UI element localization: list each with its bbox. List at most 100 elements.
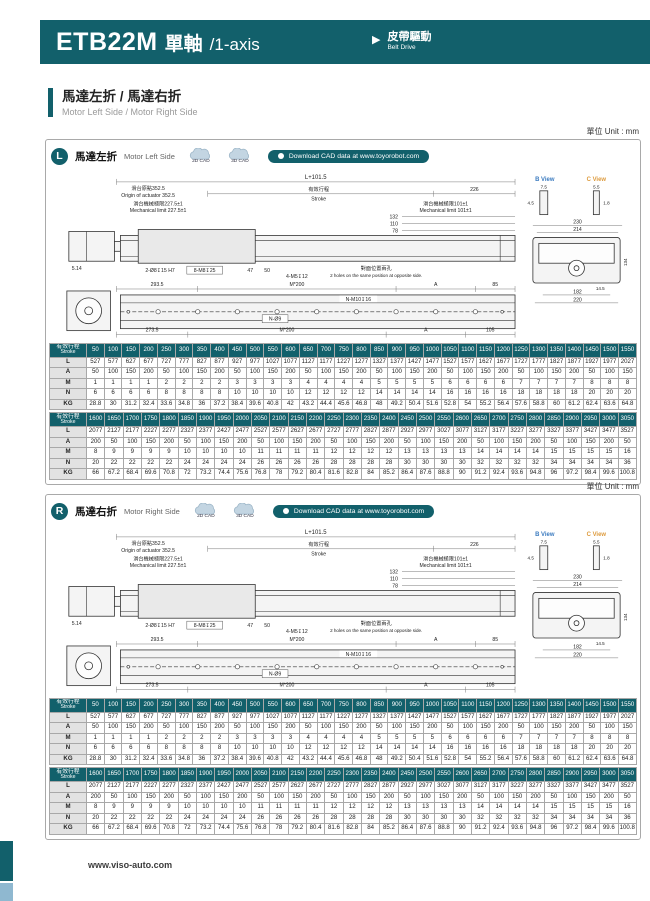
spec-cell: 100: [245, 367, 265, 379]
spec-cell: 6: [86, 743, 105, 755]
spec-cell: 32: [507, 457, 527, 470]
spec-cell: 1377: [387, 711, 407, 724]
stroke-value: 3050: [617, 767, 638, 783]
spec-cell: 68.4: [122, 468, 142, 480]
spec-cell: 200: [232, 436, 252, 449]
dim-105: 105: [486, 328, 495, 334]
spec-cell: 10: [281, 388, 300, 400]
spec-cell: 200: [159, 791, 179, 804]
spec-cell: 2127: [104, 426, 124, 438]
m5-holes-label: 4-M5↧12: [286, 629, 308, 635]
dim-47: 47: [247, 623, 253, 629]
stroke-value: 1550: [618, 342, 637, 358]
spec-cell: 8: [174, 388, 194, 400]
spec-cell: 18: [529, 388, 549, 400]
spec-cell: 1727: [511, 711, 531, 724]
spec-cell: 9: [140, 447, 161, 459]
spec-cell: 32: [470, 457, 491, 470]
spec-cell: 1277: [352, 711, 371, 724]
spec-cell: 6: [139, 388, 158, 400]
cad-3d-icon[interactable]: 3D CAD: [227, 148, 253, 164]
spec-cell: 32.4: [139, 398, 158, 411]
spec-cell: 14: [405, 388, 424, 400]
spec-cell: 98.4: [580, 468, 601, 480]
dim-5-14: 5.14: [72, 266, 82, 272]
spec-cell: 44.4: [316, 753, 336, 766]
spec-cell: 200: [139, 367, 158, 379]
dim-overall-length: L+101.5: [305, 530, 327, 536]
download-cad-button[interactable]: Download CAD data at www.toyorobot.com: [272, 504, 435, 518]
spec-cell: 2677: [305, 781, 326, 793]
spec-cell: 1227: [334, 711, 354, 724]
spec-cell: 9: [122, 447, 142, 459]
footer-url[interactable]: www.viso-auto.com: [88, 860, 173, 870]
mech-limit-right-cn: 滑台機械極限101±1: [423, 555, 468, 563]
cad-2d-icon[interactable]: 2D CAD: [188, 148, 214, 164]
spec-cell: 18: [529, 743, 549, 755]
spec-cell: 32: [525, 812, 546, 825]
spec-cell: 12: [316, 388, 336, 400]
spec-cell: 2: [210, 377, 229, 390]
spec-cell: 3077: [452, 426, 472, 438]
spec-cell: 14: [470, 802, 491, 814]
o9-holes-label: N-Ø9: [269, 672, 281, 678]
dim-110: 110: [390, 222, 398, 228]
stroke-value: 1200: [493, 342, 513, 358]
spec-cell: 150: [618, 367, 637, 379]
spec-cell: 200: [305, 436, 326, 449]
cad-3d-icon[interactable]: 3D CAD: [232, 503, 258, 519]
stroke-value: 1450: [582, 342, 602, 358]
spec-cell: 2127: [104, 781, 124, 793]
stroke-value: 200: [139, 697, 158, 713]
spec-cell: 150: [405, 367, 424, 379]
spec-cell: 50: [250, 791, 271, 804]
spec-cell: 32: [470, 812, 491, 825]
spec-cell: 3427: [580, 426, 601, 438]
opposite-holes-cn: 對面位置兩孔: [361, 619, 392, 627]
stroke-value: 2350: [360, 767, 381, 783]
page-title: ETB22M 單軸 /1-axis: [56, 28, 260, 57]
stroke-value: 50: [86, 342, 105, 358]
stroke-value: 950: [405, 342, 424, 358]
spec-cell: 6: [493, 732, 513, 745]
stroke-label-en: Stroke: [311, 197, 326, 203]
cad-2d-icon[interactable]: 2D CAD: [193, 503, 219, 519]
spec-cell: 100: [562, 791, 582, 804]
spec-cell: 32: [525, 457, 546, 470]
stroke-value: 550: [263, 342, 283, 358]
stroke-value: 2900: [562, 767, 582, 783]
stroke-value: 600: [281, 697, 300, 713]
spec-cell: 6: [440, 732, 460, 745]
dim-132: 132: [389, 215, 398, 221]
download-cad-button[interactable]: Download CAD data at www.toyorobot.com: [267, 149, 430, 163]
spec-cell: 7: [547, 377, 566, 390]
spec-cell: 1577: [458, 356, 478, 369]
stroke-value: 1650: [104, 767, 124, 783]
row-label: A: [49, 367, 87, 379]
spec-cell: 42: [281, 753, 300, 766]
b-view-label: B View: [535, 177, 555, 183]
spec-cell: 87.6: [415, 468, 436, 480]
spec-cell: 3227: [507, 426, 527, 438]
spec-cell: 100: [458, 367, 478, 379]
stroke-value: 2100: [269, 767, 289, 783]
dim-7-5: 7.5: [541, 539, 548, 544]
spec-cell: 2427: [214, 781, 234, 793]
stroke-value: 100: [103, 342, 123, 358]
spec-cell: 28: [324, 812, 344, 825]
stroke-value: 1250: [511, 342, 531, 358]
stroke-value: 2250: [324, 767, 344, 783]
stroke-value: 1600: [85, 767, 106, 783]
spec-cell: 12: [324, 802, 344, 814]
spec-cell: 6: [86, 388, 105, 400]
mech-limit-left-cn: 滑台機械極限227.5±1: [133, 200, 183, 208]
spec-cell: 50: [369, 367, 389, 379]
spec-cell: 31.2: [121, 398, 141, 411]
spec-cell: 100: [174, 722, 194, 734]
